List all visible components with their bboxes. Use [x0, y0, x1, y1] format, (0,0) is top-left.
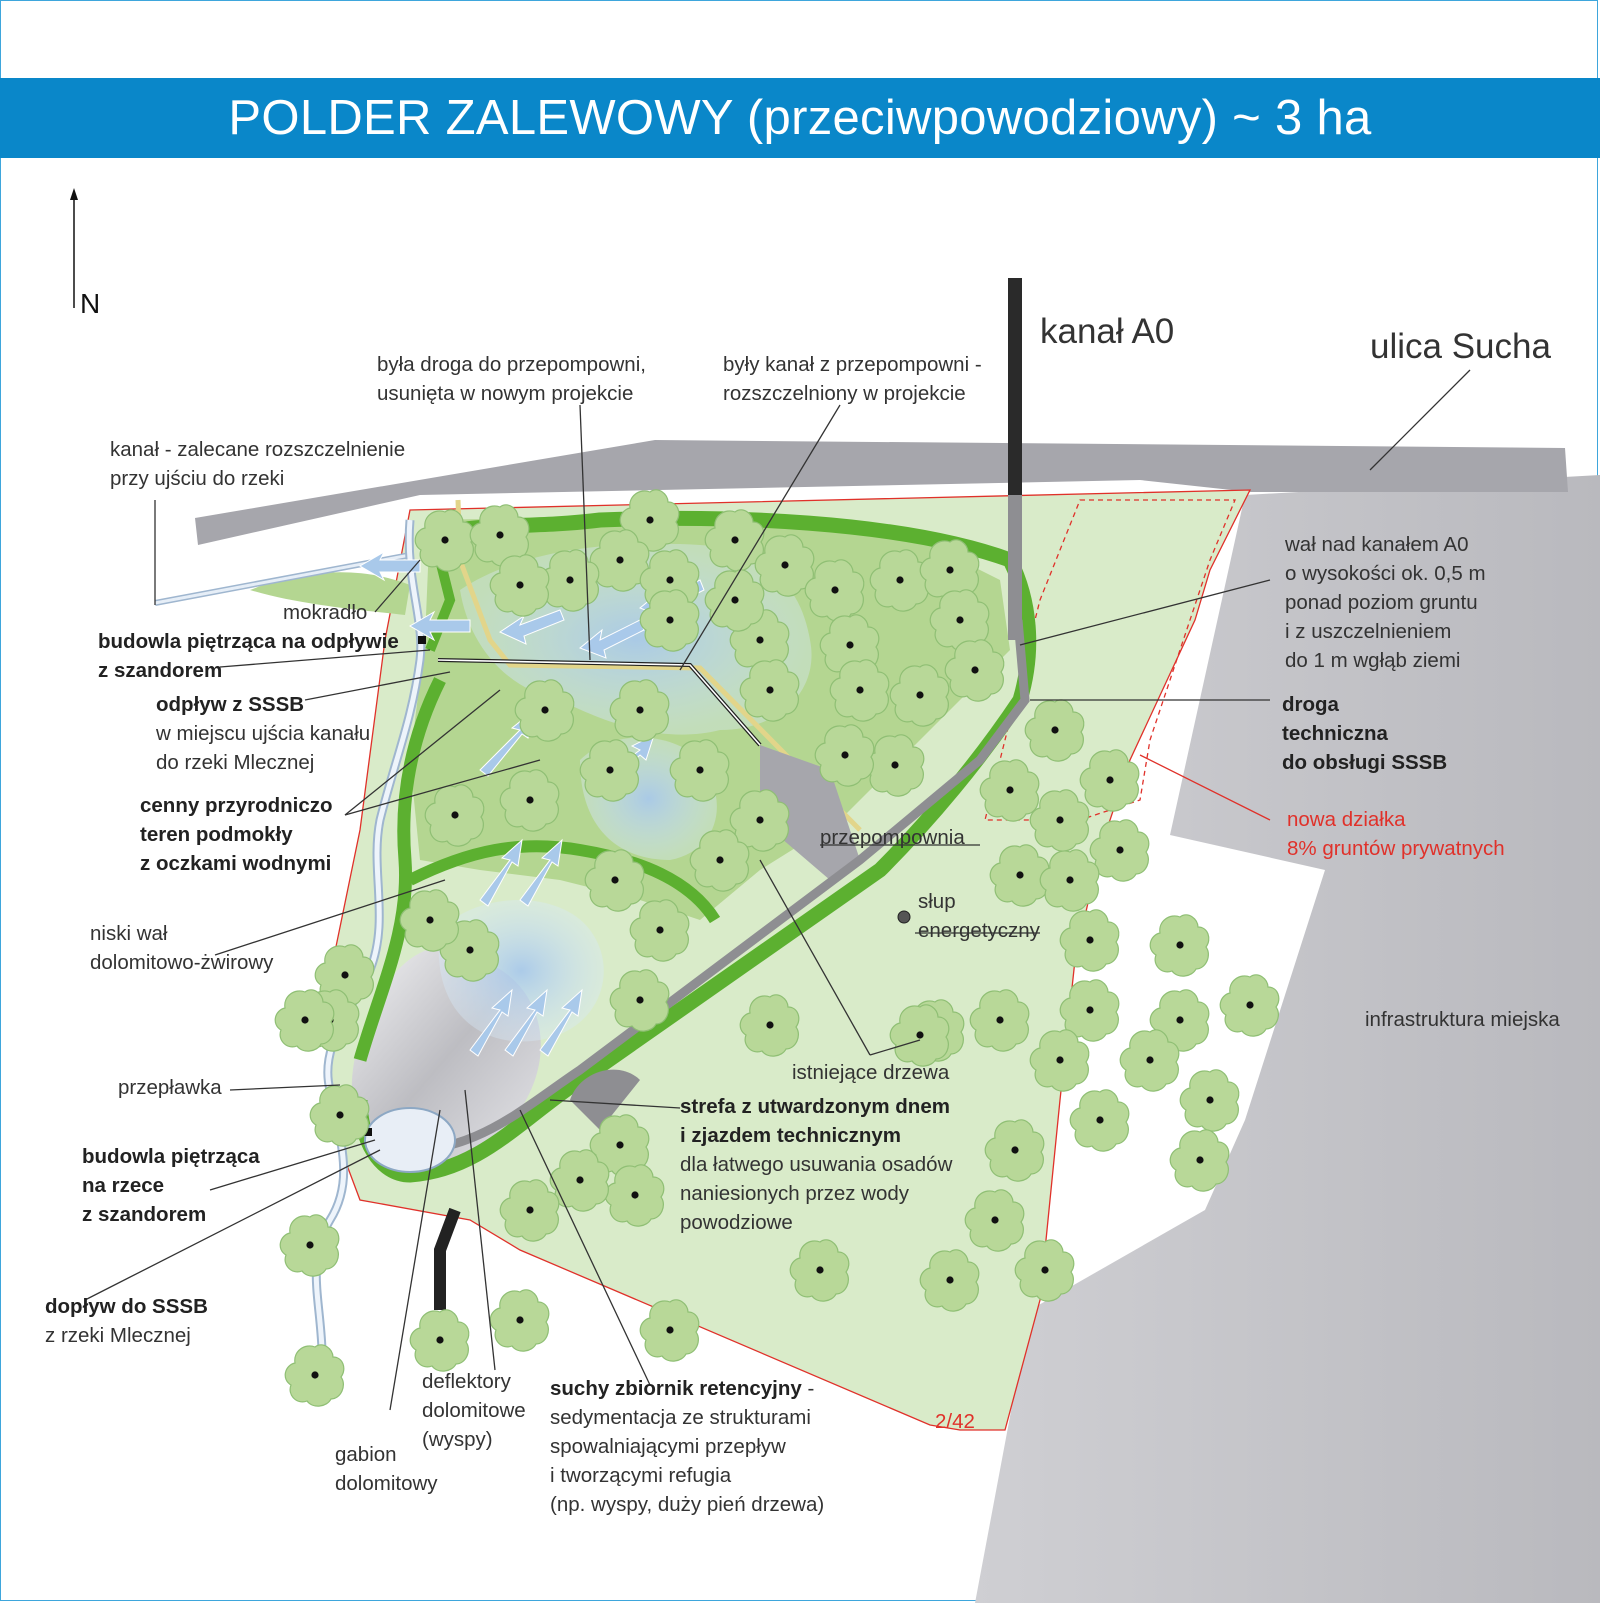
- label-power-pole-1: słup: [918, 890, 956, 913]
- label-inflow-1: dopływ do SSSB: [45, 1295, 208, 1318]
- label-outflow-1: odpływ z SSSB: [156, 693, 305, 716]
- power-pole-icon: [897, 910, 911, 924]
- label-technical-road-1: droga: [1282, 693, 1339, 716]
- structure-marker-outflow: [418, 636, 426, 644]
- label-former-canal-2: rozszczelniony w projekcie: [723, 382, 966, 405]
- embankment-west: [353, 677, 446, 1062]
- label-dry-reservoir-3: spowalniającymi przepływ: [550, 1435, 786, 1458]
- label-hardened-zone-2: i zjazdem technicznym: [680, 1124, 902, 1147]
- label-new-plot-2: 8% gruntów prywatnych: [1287, 837, 1505, 860]
- label-dry-reservoir-1: suchy zbiornik retencyjny -: [550, 1374, 814, 1403]
- label-embankment-4: i z uszczelnieniem: [1285, 620, 1452, 643]
- label-outflow-structure-2: z szandorem: [98, 659, 223, 682]
- label-hardened-zone-4: naniesionych przez wody: [680, 1182, 910, 1205]
- label-gabion-2: dolomitowy: [335, 1472, 438, 1495]
- label-dry-reservoir-title: suchy zbiornik retencyjny: [550, 1377, 802, 1400]
- label-valuable-area-1: cenny przyrodniczo: [140, 794, 333, 817]
- label-embankment-2: o wysokości ok. 0,5 m: [1285, 562, 1486, 585]
- label-technical-road-2: techniczna: [1282, 722, 1388, 745]
- page-title: POLDER ZALEWOWY (przeciwpowodziowy) ~ 3 …: [0, 78, 1600, 158]
- label-hardened-zone-1: strefa z utwardzonym dnem: [680, 1095, 950, 1118]
- label-deflectors-1: deflektory: [422, 1370, 511, 1393]
- north-label: N: [80, 288, 101, 319]
- label-dry-reservoir-2: sedymentacja ze strukturami: [550, 1406, 811, 1429]
- gabion-structure: [364, 1107, 456, 1173]
- label-river-structure-2: na rzece: [82, 1174, 165, 1197]
- label-valuable-area-3: z oczkami wodnymi: [140, 852, 332, 875]
- wetland-west: [250, 572, 410, 615]
- label-outflow-structure-1: budowla piętrząca na odpływie: [98, 630, 399, 653]
- label-ulica-sucha: ulica Sucha: [1370, 327, 1551, 366]
- north-arrow-icon: [70, 188, 78, 308]
- label-urban-infrastructure: infrastruktura miejska: [1365, 1008, 1560, 1031]
- label-embankment-1: wał nad kanałem A0: [1285, 533, 1469, 556]
- label-embankment-5: do 1 m wgłąb ziemi: [1285, 649, 1461, 672]
- label-power-pole-2: energetyczny: [918, 919, 1040, 942]
- label-dry-reservoir-5: (np. wyspy, duży pień drzewa): [550, 1493, 825, 1516]
- label-outflow-3: do rzeki Mlecznej: [156, 751, 315, 774]
- label-dry-reservoir-dash: -: [801, 1377, 815, 1400]
- label-wetland: mokradło: [283, 601, 368, 624]
- label-fish-pass: przepławka: [118, 1076, 222, 1099]
- label-former-road-1: była droga do przepompowni,: [377, 353, 646, 376]
- structure-marker-river: [364, 1128, 372, 1136]
- label-valuable-area-2: teren podmokły: [140, 823, 293, 846]
- pumping-station: [760, 745, 860, 880]
- embankment-low-dolomite: [407, 840, 721, 924]
- label-hardened-zone-3: dla łatwego usuwania osadów: [680, 1153, 953, 1176]
- label-gabion-1: gabion: [335, 1443, 397, 1466]
- label-canal-recommended-2: przy ujściu do rzeki: [110, 467, 285, 490]
- label-pumping-station: przepompownia: [820, 826, 965, 849]
- label-embankment-3: ponad poziom gruntu: [1285, 591, 1478, 614]
- label-canal-recommended-1: kanał - zalecane rozszczelnienie: [110, 438, 406, 461]
- label-hardened-zone-5: powodziowe: [680, 1211, 793, 1234]
- outlet-pipe: [434, 1207, 461, 1310]
- label-technical-road-3: do obsługi SSSB: [1282, 751, 1448, 774]
- label-river-structure-3: z szandorem: [82, 1203, 207, 1226]
- label-former-road-2: usunięta w nowym projekcie: [377, 382, 634, 405]
- label-new-plot-1: nowa działka: [1287, 808, 1406, 831]
- urban-infrastructure-area: [975, 475, 1600, 1603]
- label-outflow-2: w miejscu ujścia kanału: [156, 722, 371, 745]
- label-low-embankment-1: niski wał: [90, 922, 168, 945]
- label-existing-trees: istniejące drzewa: [792, 1061, 950, 1084]
- label-plot-number: 2/42: [935, 1410, 975, 1433]
- street-sucha: [195, 440, 1568, 545]
- label-inflow-2: z rzeki Mlecznej: [45, 1324, 191, 1347]
- label-deflectors-2: dolomitowe: [422, 1399, 526, 1422]
- hardened-zone: [570, 1069, 640, 1130]
- label-river-structure-1: budowla piętrząca: [82, 1145, 260, 1168]
- label-deflectors-3: (wyspy): [422, 1428, 493, 1451]
- leader-lines: [84, 369, 1471, 1411]
- label-low-embankment-2: dolomitowo-żwirowy: [90, 951, 274, 974]
- label-former-canal-1: były kanał z przepompowni -: [723, 353, 982, 376]
- label-kanal-a0: kanał A0: [1040, 312, 1175, 351]
- label-dry-reservoir-4: i tworzącymi refugia: [550, 1464, 732, 1487]
